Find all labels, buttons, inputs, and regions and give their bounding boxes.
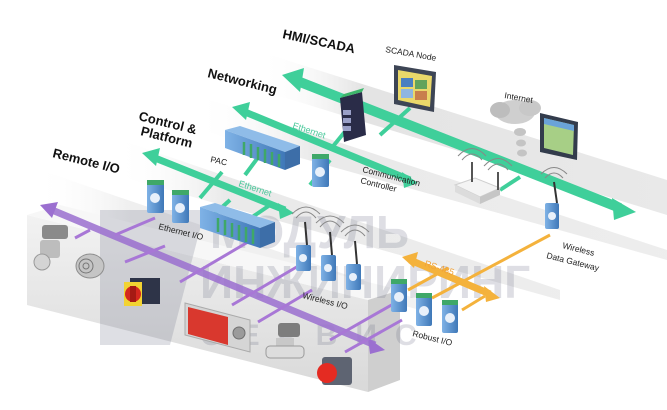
watermark-line2: ИНЖИНИРИНГ: [200, 256, 530, 308]
pac-controller: PAC: [210, 126, 300, 170]
io-rack: [200, 203, 275, 248]
industrial-switch: [340, 88, 366, 142]
robust-io-module: [416, 293, 432, 326]
fieldbus: [40, 202, 403, 354]
wireless-io-module: [346, 240, 361, 290]
rs485-bus: RS-485: [402, 233, 551, 312]
buzzer-icon: [75, 253, 105, 279]
display-panel-icon: [184, 302, 251, 353]
flow-meter-icon: [33, 225, 68, 271]
wifi-signal-icon: [291, 206, 370, 237]
wireless-router: [453, 148, 513, 204]
robust-io-modules: Robust I/O: [391, 279, 458, 348]
wireless-io-module: [321, 231, 336, 281]
internet-cloud: Internet: [490, 90, 541, 157]
rotary-switch-icon: [124, 278, 160, 306]
scada-node-label: SCADA Node: [385, 44, 438, 63]
level-label-remote-io: Remote I/O: [51, 145, 121, 176]
emergency-stop-icon: [317, 357, 352, 385]
robust-io-module: [391, 279, 407, 312]
band-control: [115, 140, 560, 300]
valve-icon: [265, 323, 305, 359]
level-label-hmi-scada: HMI/SCADA: [281, 26, 357, 56]
wireless-io-module: [296, 221, 311, 271]
pac-label: PAC: [210, 154, 229, 167]
wifi-signal-icon: [457, 148, 513, 171]
robust-io-module: [442, 300, 458, 333]
remote-hmi-panel: [540, 113, 578, 160]
arrow-left: [282, 68, 304, 92]
arrow-right: [612, 198, 636, 220]
field-devices: [33, 225, 352, 385]
